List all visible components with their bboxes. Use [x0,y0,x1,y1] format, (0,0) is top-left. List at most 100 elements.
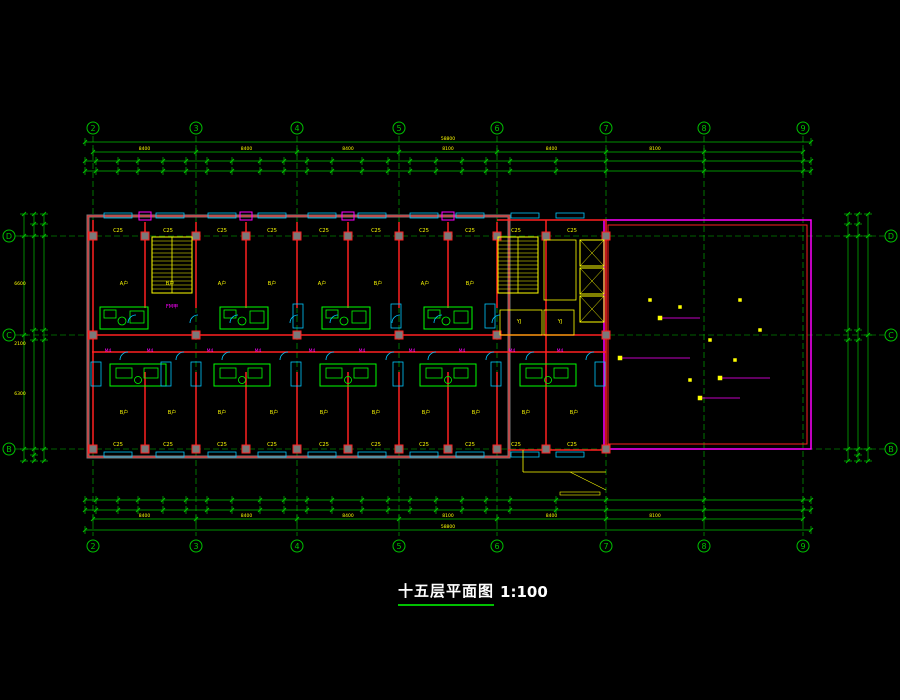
structural-column [140,444,150,454]
bathroom-south [213,363,271,387]
window-marker [138,211,152,221]
dimension-tick [855,221,861,227]
window-tag-south: C25 [113,442,123,448]
elevator-shaft [579,295,605,323]
dimension-tick [483,168,489,174]
window-bottom [555,451,585,458]
dimension-tick [229,158,235,164]
window-bottom [155,451,185,458]
dimension-tick [701,158,707,164]
structural-column [394,330,404,340]
dimension-tick [160,158,166,164]
core-room [499,309,543,336]
dimension-tick [396,149,402,155]
dimension-tick [808,527,814,533]
dimension-tick [115,507,121,513]
bathroom-north [219,306,269,330]
dimension-tick [459,507,465,513]
structural-column [541,231,551,241]
dimension-tick [855,458,861,464]
axis-bubble [599,539,613,553]
door-swing [329,314,339,324]
leader-marker [697,395,703,401]
window-bottom [455,451,485,458]
window-top [357,212,387,219]
room-label: B户 [374,280,382,287]
point-marker [688,378,692,382]
dimension-text: 8400 [241,513,253,519]
dimension-tick [281,158,287,164]
drawing-title: 十五层平面图 [398,580,495,606]
core-room [543,309,575,336]
dimension-tick [808,158,814,164]
dimension-text: 58800 [441,524,455,530]
dimension-tick [82,158,88,164]
structural-column [292,231,302,241]
dimension-tick [183,497,189,503]
structural-column [343,444,353,454]
dimension-tick [304,158,310,164]
bathroom-south [319,363,377,387]
axis-bubble [697,121,711,135]
dimension-tick [865,233,871,239]
window-bottom [357,451,387,458]
dimension-tick [135,168,141,174]
dimension-tick [31,458,37,464]
window-bottom [409,451,439,458]
axis-label: B [888,445,894,454]
dimension-tick [193,149,199,155]
dimension-tick [855,337,861,343]
dimension-tick [845,211,851,217]
point-marker [648,298,652,302]
window-tag-south: C25 [217,442,227,448]
dimension-tick [229,168,235,174]
dimension-tick [329,497,335,503]
dimension-tick [115,497,121,503]
cabinet [490,361,502,387]
dimension-tick [800,168,806,174]
dimension-tick [304,497,310,503]
door-tag: M4 [309,348,316,354]
structural-column [88,444,98,454]
toilet [238,376,246,384]
dimension-tick [229,507,235,513]
dimension-tick [433,507,439,513]
dimension-tick [483,158,489,164]
shaft-block [543,239,577,301]
structural-column [601,330,611,340]
door-tag: M4 [207,348,214,354]
cabinet [160,361,172,387]
door-swing [585,351,595,361]
dimension-tick [115,168,121,174]
axis-bubble [392,121,406,135]
window-top [307,212,337,219]
door-swing [279,351,289,361]
dimension-tick [41,337,47,343]
dimension-tick [93,507,99,513]
dimension-tick [701,168,707,174]
dimension-text: 8100 [442,146,454,152]
door-swing [127,314,137,324]
axis-label: 7 [603,124,608,133]
dimension-tick [21,458,27,464]
dimension-tick [865,458,871,464]
cabinet [392,361,404,387]
cabinet [484,303,496,329]
door-swing [525,351,535,361]
dimension-tick [808,497,814,503]
window-top [155,212,185,219]
dimension-tick [82,507,88,513]
elevator-shaft [579,239,605,267]
cabinet [290,361,302,387]
axis-bubble [884,328,898,342]
dimension-tick [483,497,489,503]
window-top [103,212,133,219]
dimension-tick [845,458,851,464]
point-marker [758,328,762,332]
door-tag: M4 [105,348,112,354]
dimension-tick [90,149,96,155]
axis-bubble [796,539,810,553]
dimension-tick [701,149,707,155]
drawing-title-block: 十五层平面图 1:100 [398,576,548,606]
